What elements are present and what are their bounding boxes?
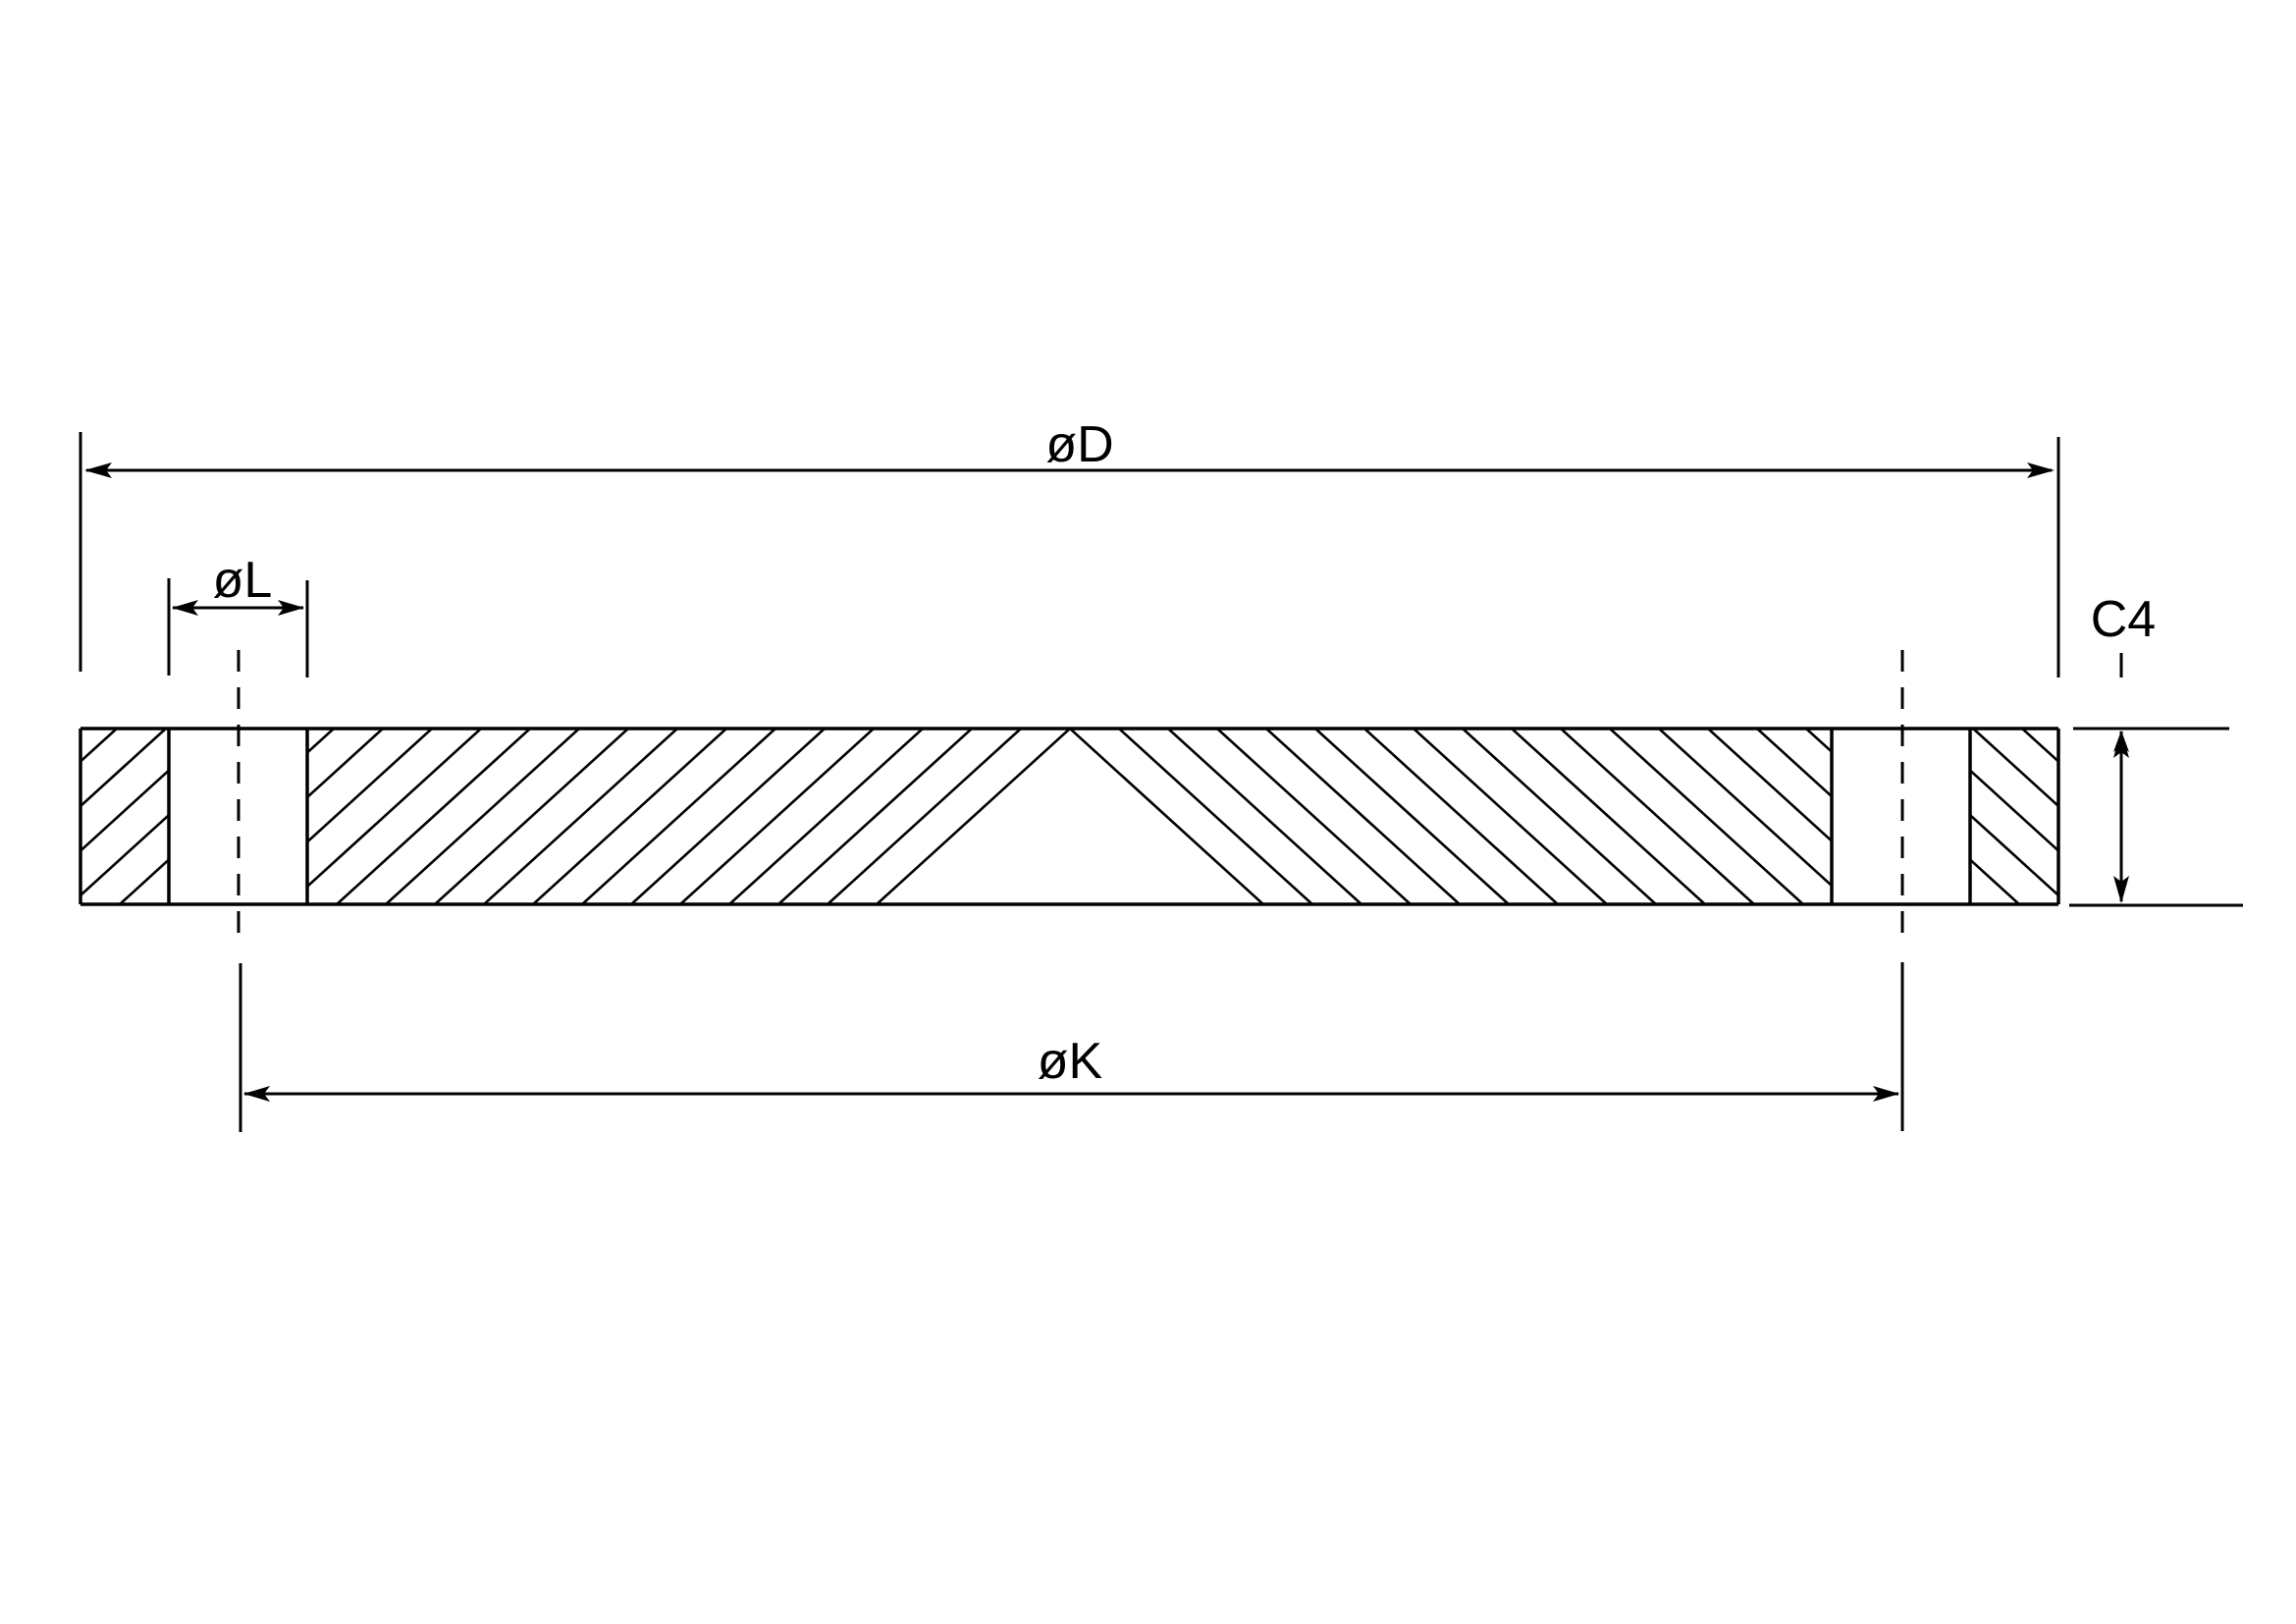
hatch-line [80, 813, 169, 897]
arrowhead-left-icon [243, 1086, 270, 1102]
hatch-line [827, 729, 1022, 904]
hatch-line [1167, 729, 1362, 904]
arrowhead-down-icon [2113, 876, 2129, 903]
arrowhead-right-icon [278, 600, 304, 616]
flange-section-body [79, 727, 2060, 906]
hatch-line [1707, 729, 1832, 843]
hatch-line [2052, 729, 2245, 904]
arrowhead-left-icon [84, 462, 112, 478]
hatch-line [385, 729, 580, 904]
hatch-line [0, 729, 187, 904]
hatch-line [876, 729, 1070, 904]
hatch-line [679, 729, 875, 904]
hatch-line [1609, 729, 1804, 904]
hatch-line [532, 729, 727, 904]
hatch-line [42, 729, 236, 904]
hatch-line [80, 768, 169, 853]
hatch-line [2071, 729, 2265, 904]
dimension-outer-diameter: øD [79, 416, 2060, 677]
hatch-line [1972, 729, 2058, 808]
hatch-line [2021, 729, 2058, 764]
hatch-line [1314, 729, 1510, 904]
hatch-line [1756, 729, 1832, 798]
hatch-line [307, 729, 384, 799]
hatch-line [1070, 729, 1264, 904]
hatch-line [91, 729, 285, 904]
hatch-line [777, 729, 973, 904]
hatch-line [1413, 729, 1608, 904]
hatch-line [80, 729, 118, 764]
label-outer-diameter: øD [1045, 416, 1113, 473]
dimension-bolt-circle: øK [239, 962, 1904, 1132]
hatch-line [581, 729, 776, 904]
hatch-line [1265, 729, 1461, 904]
hatch-line [168, 902, 169, 904]
arrowhead-up-icon [2113, 731, 2129, 758]
hatch-line [1970, 857, 2020, 904]
hatch-line [307, 729, 482, 889]
arrowhead-right-icon [2027, 462, 2055, 478]
hatch-line [483, 729, 678, 904]
hatch-left-segment [0, 729, 169, 904]
hatch-line [336, 729, 531, 904]
hatch-line [80, 729, 167, 808]
dimension-thickness: C4 [2069, 591, 2243, 907]
hatch-line [0, 729, 88, 904]
arrowhead-right-icon [1873, 1086, 1899, 1102]
hatch-line [1560, 729, 1755, 904]
hatch-line [0, 729, 68, 904]
hatch-line [119, 857, 169, 904]
hatch-line [1970, 768, 2058, 853]
hatch-middle-left [0, 729, 1070, 904]
hatch-line [1216, 729, 1412, 904]
hatch-line [630, 729, 826, 904]
hatch-line [1118, 729, 1313, 904]
hatch-right-segment [1970, 729, 2265, 904]
hatch-line [1970, 813, 2058, 897]
hatch-line [434, 729, 629, 904]
hatch-line [307, 729, 433, 844]
hatch-line [728, 729, 924, 904]
hatch-middle-right [1070, 729, 2245, 904]
hatch-line [1363, 729, 1559, 904]
arrowhead-left-icon [172, 600, 198, 616]
hatch-line [1511, 729, 1706, 904]
hatch-line [1658, 729, 1832, 888]
dimension-hole-diameter: øL [167, 552, 309, 677]
label-hole-diameter: øL [213, 552, 273, 609]
label-thickness: C4 [2091, 591, 2156, 648]
hatch-line [2002, 729, 2196, 904]
label-bolt-circle-diameter: øK [1038, 1033, 1103, 1090]
hatch-line [1462, 729, 1657, 904]
